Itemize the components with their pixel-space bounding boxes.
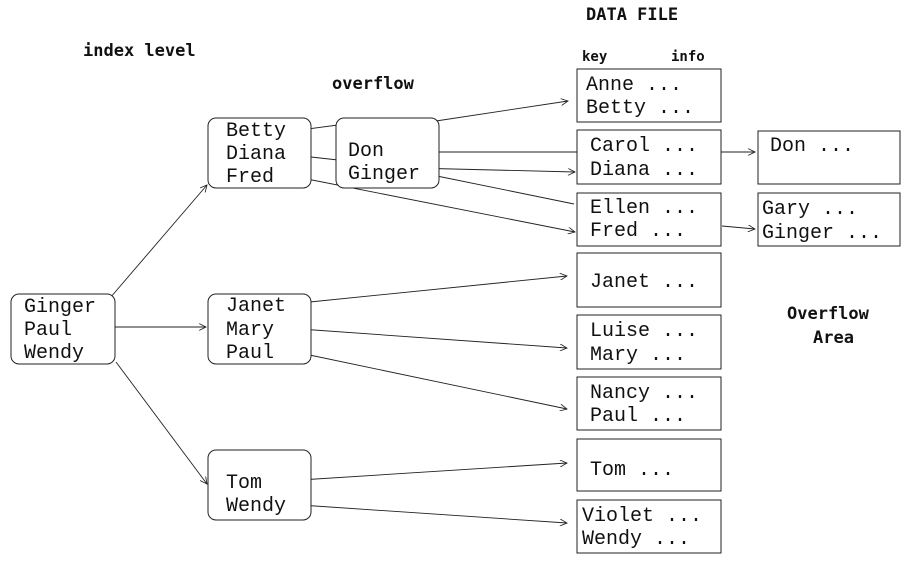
overflow-area-label-line1: Overflow xyxy=(787,304,870,324)
overflow-index-node-key: Ginger xyxy=(348,163,420,186)
index-node-1-key: Fred xyxy=(226,166,274,189)
edge-janet-to-janet-block xyxy=(299,276,567,304)
data-record: Carol ... xyxy=(590,135,698,158)
data-block-box xyxy=(576,252,722,308)
edge-ginger-to-ellen-fred-block xyxy=(431,174,575,205)
data-file-label: DATA FILE xyxy=(586,5,678,25)
index-node-3: Tom Wendy xyxy=(207,449,312,521)
overflow-record: Gary ... xyxy=(762,198,858,221)
index-node-1: Betty Diana Fred xyxy=(207,117,312,189)
index-node-3-key: Tom xyxy=(226,472,262,495)
data-block-box xyxy=(576,129,722,185)
index-root-key: Wendy xyxy=(24,342,84,365)
overflow-area-blocks: Don ... Gary ... Ginger ... xyxy=(757,130,901,247)
index-node-1-key: Diana xyxy=(226,143,286,166)
index-root-node: Ginger Paul Wendy xyxy=(10,293,116,365)
data-file-blocks: Anne ... Betty ... Carol ... Diana ... E… xyxy=(576,68,722,554)
data-block-box xyxy=(576,314,722,370)
index-node-1-key: Betty xyxy=(226,120,286,143)
data-record: Paul ... xyxy=(590,405,686,428)
edge-mary-to-luise-mary-block xyxy=(299,328,567,348)
index-root-key: Ginger xyxy=(24,296,96,319)
data-record: Tom ... xyxy=(590,459,674,482)
data-record: Anne ... xyxy=(586,74,682,97)
data-block: Violet ... Wendy ... xyxy=(576,499,722,554)
data-block-box xyxy=(576,376,722,431)
edge-tom-to-tom-block xyxy=(299,463,567,481)
data-record: Diana ... xyxy=(590,159,698,182)
overflow-index-node-box xyxy=(335,117,440,189)
data-block: Janet ... xyxy=(576,252,722,308)
data-block-box xyxy=(576,438,722,492)
index-level-label: index level xyxy=(83,41,196,61)
edge-root-to-node3 xyxy=(115,361,207,484)
data-record: Ellen ... xyxy=(590,197,698,220)
data-record: Mary ... xyxy=(590,344,686,367)
data-block: Ellen ... Fred ... xyxy=(576,192,722,247)
data-record: Violet ... xyxy=(582,505,702,528)
data-block: Anne ... Betty ... xyxy=(576,68,722,123)
overflow-index-node: Don Ginger xyxy=(335,117,440,189)
edge-overflow-node-to-anne-betty-block xyxy=(435,101,568,122)
data-block-box xyxy=(576,192,722,247)
data-record: Betty ... xyxy=(586,97,694,120)
data-block: Luise ... Mary ... xyxy=(576,314,722,370)
data-block: Tom ... xyxy=(576,438,722,492)
overflow-block: Don ... xyxy=(757,130,901,185)
data-record: Luise ... xyxy=(590,320,698,343)
data-record: Janet ... xyxy=(590,271,698,294)
edge-wendy-to-violet-wendy-block xyxy=(299,504,567,523)
info-column-label: info xyxy=(671,49,705,65)
overflow-index-node-key: Don xyxy=(348,140,384,163)
key-column-label: key xyxy=(582,49,608,65)
data-block-box xyxy=(576,68,722,123)
data-block: Nancy ... Paul ... xyxy=(576,376,722,431)
index-node-2-box xyxy=(207,293,312,365)
index-node-3-box xyxy=(207,449,312,521)
overflow-record: Ginger ... xyxy=(762,222,882,245)
overflow-block-box xyxy=(757,130,901,185)
data-record: Wendy ... xyxy=(582,528,690,551)
index-node-3-key: Wendy xyxy=(226,495,286,518)
overflow-area-label-line2: Area xyxy=(813,328,854,348)
index-node-2-key: Janet xyxy=(226,295,286,318)
edge-paul-to-nancy-paul-block xyxy=(299,352,567,409)
index-node-2: Janet Mary Paul xyxy=(207,293,312,365)
index-node-2-key: Mary xyxy=(226,319,274,342)
overflow-record: Don ... xyxy=(770,135,854,158)
data-record: Fred ... xyxy=(590,220,686,243)
edge-root-to-node1 xyxy=(109,185,207,299)
data-block-box xyxy=(576,499,722,554)
data-record: Nancy ... xyxy=(590,382,698,405)
index-node-1-box xyxy=(207,117,312,189)
overflow-block: Gary ... Ginger ... xyxy=(757,192,901,247)
overflow-label: overflow xyxy=(332,74,415,94)
data-block: Carol ... Diana ... xyxy=(576,129,722,185)
index-node-2-key: Paul xyxy=(226,342,274,365)
edge-fred-to-gary-ginger-overflow xyxy=(721,226,755,229)
index-root-key: Paul xyxy=(24,319,72,342)
overflow-block-box xyxy=(757,192,901,247)
index-root-node-box xyxy=(10,293,116,365)
